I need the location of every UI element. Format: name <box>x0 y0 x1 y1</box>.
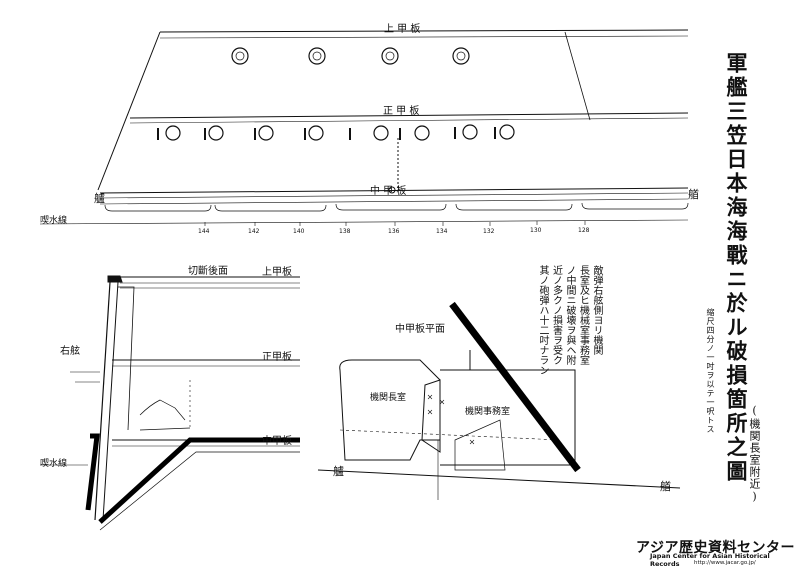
frame-line <box>118 286 135 431</box>
frame-number: 144 <box>198 228 210 235</box>
drawing-title: 軍艦三笠日本海海戰ニ於ル破損箇所之圖 <box>724 52 749 484</box>
armor-plates <box>104 202 689 212</box>
scale-note: 縮尺四分ノ一吋ヲ以テ一呎トス <box>706 308 715 434</box>
label-engine-chief-room: 機関長室 <box>370 393 407 403</box>
jacar-english-name: Japan Center for Asian Historical Record… <box>650 552 770 568</box>
middle-deck-line-lower <box>99 192 689 199</box>
note-line: 近ノ多クノ損害ヲ受ク <box>550 265 562 365</box>
armor-belt-top <box>99 198 689 205</box>
engine-office-outline <box>440 350 576 466</box>
hull-side-outer <box>94 281 111 521</box>
middle-deck-line <box>99 187 689 194</box>
label-section-waterline: 喫水線 <box>40 459 68 469</box>
label-waterline: 喫水線 <box>40 216 68 226</box>
plan-dash-line <box>339 429 561 441</box>
main-portholes <box>157 124 515 141</box>
jacar-logo-text: アジア歴史資料センター <box>636 540 795 556</box>
note-line: 長室及ヒ機械室事務室 <box>577 265 589 365</box>
shell-trajectory <box>449 301 581 473</box>
frame-ticks <box>204 221 586 226</box>
damage-zone-1 <box>421 379 441 453</box>
side-leader <box>70 371 100 383</box>
frame-number: 134 <box>436 228 448 235</box>
superstructure-edge <box>564 31 591 121</box>
plan-baseline <box>317 469 681 489</box>
label-upper-deck: 上 甲 板 <box>384 24 421 35</box>
drawing-subtitle: (機関長室附近) <box>748 404 761 504</box>
damage-notes: 敵弾右舷側ヨリ機関 長室及ヒ機械室事務室 ノ中間ニ破壊ヲ與ヘ附 近ノ多クノ損害ヲ… <box>530 265 602 385</box>
label-main-deck: 正 甲 板 <box>383 106 420 117</box>
upper-deck-line-lower <box>159 35 689 39</box>
label-plan-stern: 艏 <box>660 480 671 493</box>
label-middle-deck: 中 甲 板 <box>370 186 407 197</box>
armor-deck-slope <box>98 437 300 524</box>
frame-number: 140 <box>293 228 305 235</box>
upper-portholes <box>231 47 470 65</box>
damage-scribble <box>139 399 191 431</box>
profile-view <box>39 29 689 226</box>
jacar-url: http://www.jacar.go.jp/ <box>694 560 756 566</box>
deck-edge-cap <box>107 275 123 283</box>
label-side: 右舷 <box>60 346 80 357</box>
hit-point-marker <box>388 186 396 194</box>
frame-number: 128 <box>578 227 590 234</box>
engine-chief-room-outline <box>339 359 441 461</box>
note-line: ノ中間ニ破壊ヲ與ヘ附 <box>564 265 575 365</box>
hull-stern-edge <box>97 31 161 191</box>
plan-view <box>317 301 681 500</box>
waterline <box>39 219 689 225</box>
main-deck-line <box>129 112 689 119</box>
frame-number: 142 <box>248 228 260 235</box>
frame-number: 136 <box>388 228 400 235</box>
upper-deck-line <box>159 29 689 33</box>
label-section-main-deck: 正甲板 <box>262 352 292 363</box>
label-section-upper-deck: 上甲板 <box>262 267 292 278</box>
note-line: 其ノ砲弾ハ十二吋ナラン <box>537 265 548 375</box>
frame-number: 138 <box>339 228 351 235</box>
frame-number: 132 <box>483 228 495 235</box>
label-engine-office: 機関事務室 <box>465 407 511 417</box>
damage-marks <box>427 394 475 445</box>
hull-side-inner <box>102 281 119 521</box>
frame-number: 130 <box>530 227 542 234</box>
label-plan-bow: 艫 <box>333 465 344 478</box>
main-deck-line-lower <box>129 117 689 124</box>
label-cut-plane: 切斷後面 <box>188 266 228 277</box>
label-bow-left: 艫 <box>94 192 105 205</box>
label-deck-plane: 中甲板平面 <box>395 324 445 335</box>
inner-hull-line <box>99 451 300 531</box>
label-stern-right: 艏 <box>688 188 699 201</box>
damage-zone-2 <box>454 419 506 471</box>
armor-belt <box>85 433 100 511</box>
cross-section-view <box>40 275 300 531</box>
label-section-middle-deck: 中甲板 <box>262 436 292 447</box>
note-line: 敵弾右舷側ヨリ機関 <box>591 265 602 355</box>
